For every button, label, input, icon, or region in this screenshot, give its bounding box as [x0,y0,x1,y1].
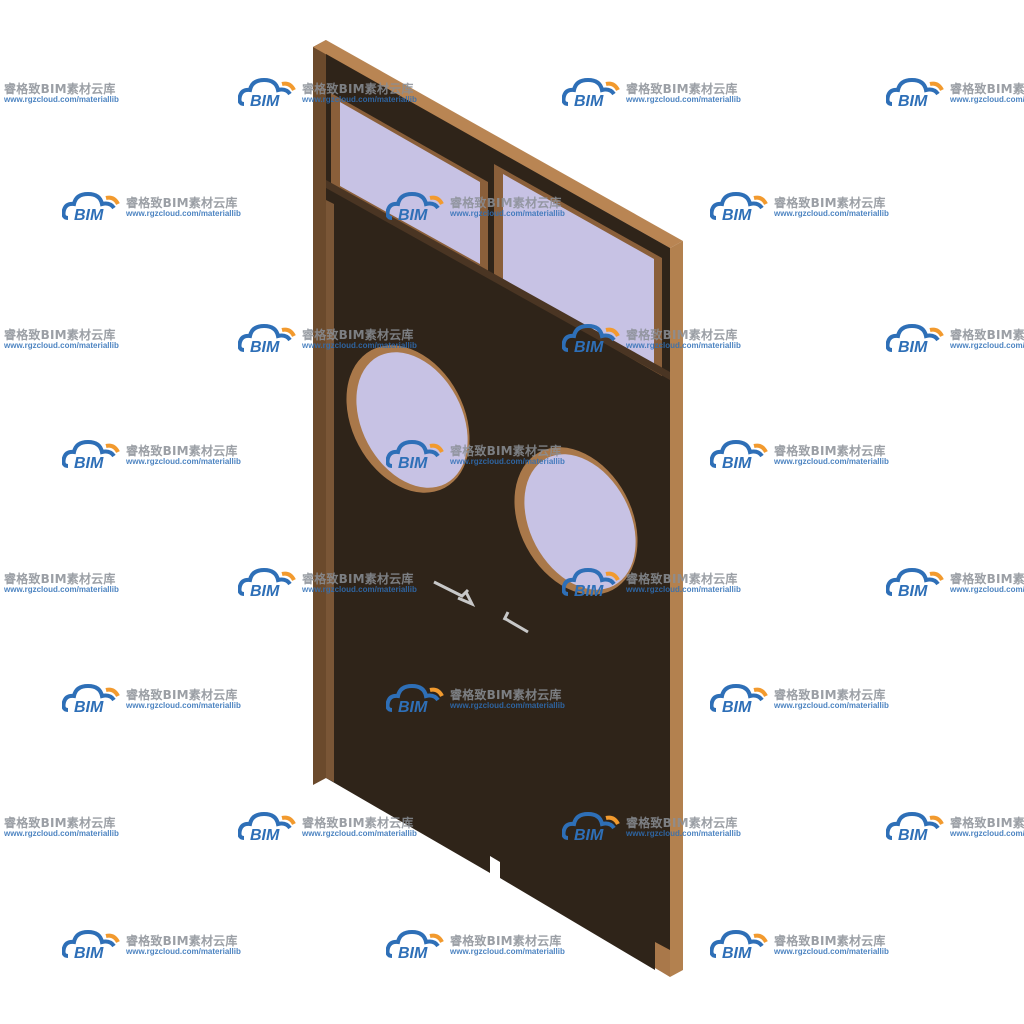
frame-left-side [313,40,326,785]
transom-glass-right [503,174,654,364]
transom-glass-left [340,102,480,264]
porthole-glass-upper [356,352,468,488]
door-handle-icon [433,580,529,634]
frame-top-edge [313,40,683,248]
door-panel-left-edge [326,200,334,782]
porthole-glass-lower [524,454,636,590]
frame-right-side [670,241,683,977]
